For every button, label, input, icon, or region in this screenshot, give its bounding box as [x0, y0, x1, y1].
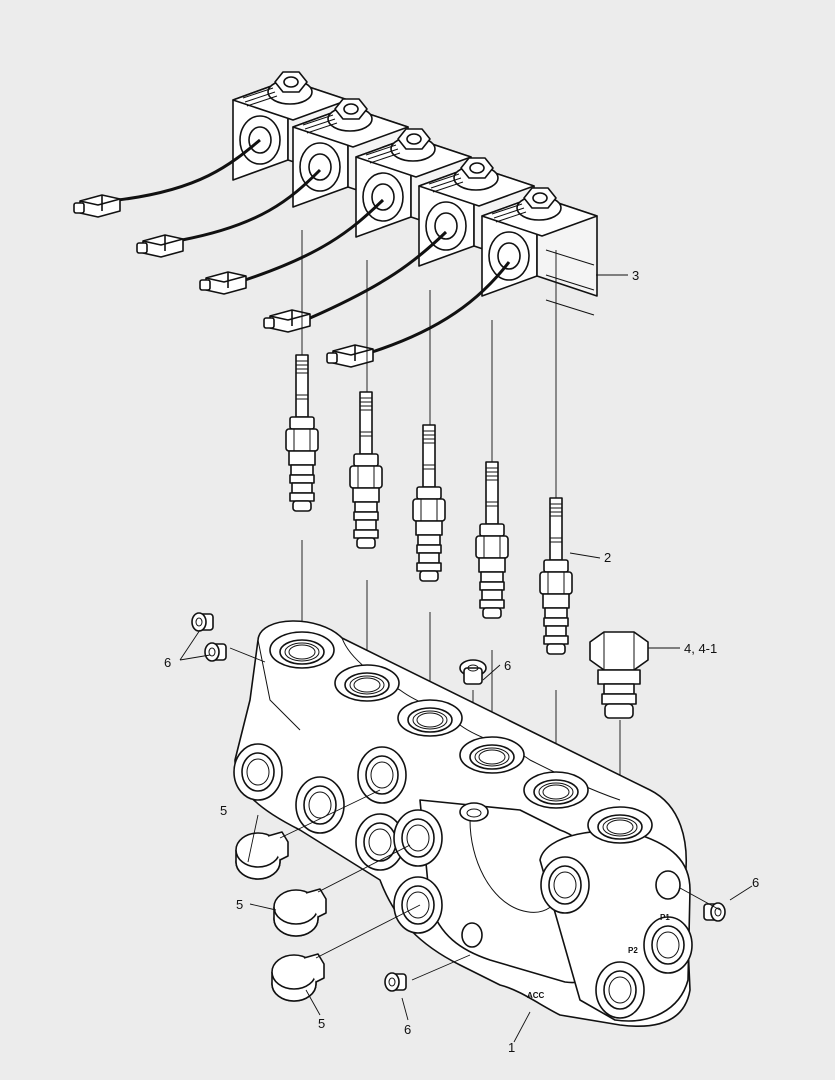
connector-2 — [136, 234, 184, 258]
callout-plug-small-bottom: 6 — [404, 1022, 411, 1037]
callout-leaders — [179, 274, 753, 1043]
manifold-body — [234, 620, 691, 1027]
cartridge-1 — [285, 354, 319, 512]
small-port — [459, 802, 489, 822]
plug-small-bottom — [384, 972, 407, 992]
side-port-9 — [643, 916, 693, 974]
relief-valve — [589, 631, 649, 719]
plug-large-3 — [271, 953, 325, 1002]
cartridge-5 — [539, 497, 573, 655]
port-label-p2: P2 — [628, 946, 638, 955]
small-side-port-2 — [655, 870, 681, 900]
callout-plug-large-2: 5 — [236, 897, 243, 912]
cartridge-4 — [475, 461, 509, 619]
callout-plug-large-3: 5 — [318, 1016, 325, 1031]
connector-5 — [326, 344, 374, 368]
side-port-7 — [540, 856, 590, 914]
cartridge-3 — [412, 424, 446, 582]
callout-plug-small-top-left: 6 — [164, 655, 171, 670]
callout-relief-valve: 4, 4-1 — [684, 641, 717, 656]
plug-small-top-left-a — [191, 612, 214, 632]
manifold-port-5 — [523, 771, 589, 809]
plug-large-2 — [273, 888, 327, 937]
side-port-5 — [393, 809, 443, 867]
cartridge-2 — [349, 391, 383, 549]
manifold-port-6 — [587, 806, 653, 844]
plug-small-top-left-b — [204, 642, 227, 662]
connector-1 — [73, 194, 121, 218]
connector-3 — [199, 271, 247, 295]
plug-small-center — [459, 659, 487, 685]
callout-cartridge: 2 — [604, 550, 611, 565]
callout-plug-large-1: 5 — [220, 803, 227, 818]
callout-solenoid: 3 — [632, 268, 639, 283]
port-label-acc: ACC — [527, 991, 545, 1000]
side-port-1 — [233, 743, 283, 801]
small-side-port-1 — [461, 922, 483, 948]
plug-small-right — [703, 902, 726, 922]
side-port-2 — [295, 776, 345, 834]
manifold-port-2 — [334, 664, 400, 702]
callout-plug-small-right: 6 — [752, 875, 759, 890]
callout-body: 1 — [508, 1040, 515, 1055]
manifold-port-1 — [269, 631, 335, 669]
side-port-3 — [357, 746, 407, 804]
connector-4 — [263, 309, 311, 333]
plug-large-1 — [235, 831, 289, 880]
port-label-p1: P1 — [660, 913, 670, 922]
side-port-6 — [393, 876, 443, 934]
side-port-8 — [595, 961, 645, 1019]
manifold-port-3 — [397, 699, 463, 737]
callout-plug-small-center: 6 — [504, 658, 511, 673]
manifold-port-4 — [459, 736, 525, 774]
wire-harness — [117, 138, 511, 354]
